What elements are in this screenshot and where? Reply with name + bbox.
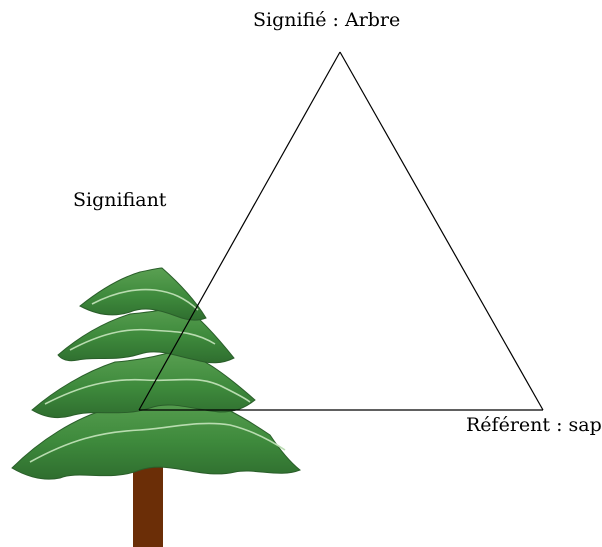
tree-highlight-1	[91, 288, 199, 311]
tree-foliage-layer-2	[57, 303, 235, 364]
tree-highlight-2	[69, 328, 216, 351]
tree-highlight-3	[44, 378, 251, 405]
tree-foliage-layer-1	[79, 267, 207, 321]
signified-label: Signifié : Arbre	[253, 9, 401, 31]
tree-highlight-4	[29, 422, 286, 463]
fir-tree-illustration	[11, 267, 301, 547]
tree-foliage-layer-3	[31, 349, 256, 419]
edge-signifier-signified	[138, 51, 341, 411]
signifier-label: Signifiant	[73, 189, 167, 211]
edge-signified-referent	[339, 51, 544, 411]
semiotic-triangle	[138, 51, 544, 411]
referent-label: Référent : sapin	[466, 414, 602, 436]
